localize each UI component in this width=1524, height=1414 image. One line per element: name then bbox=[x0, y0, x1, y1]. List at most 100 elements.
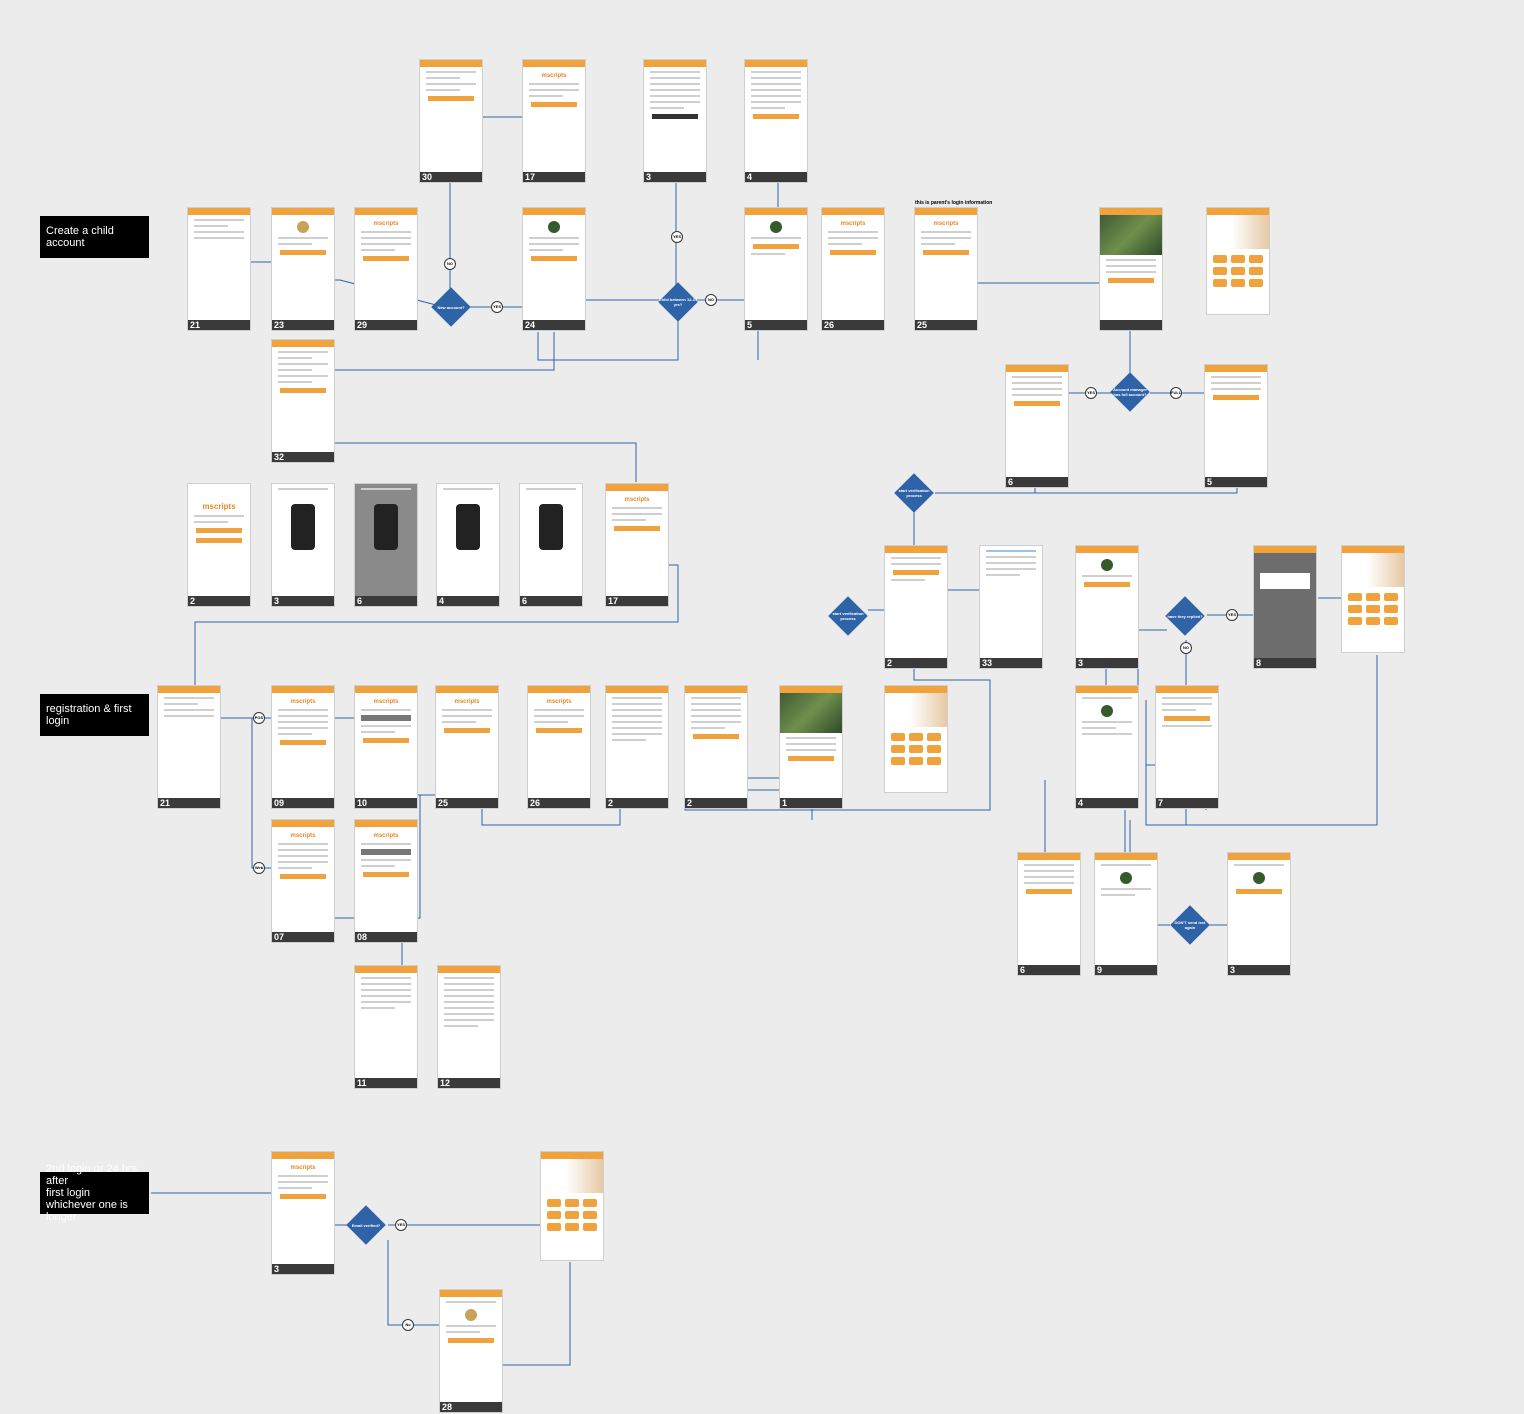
screen-number: 26 bbox=[528, 798, 590, 808]
connector-no: NO bbox=[444, 258, 456, 270]
label-second-login-line3: whichever one is longer bbox=[46, 1199, 128, 1223]
screen-number bbox=[1100, 320, 1162, 330]
screen-home[interactable] bbox=[1207, 208, 1269, 314]
decision-start-verification-mid: start verification process bbox=[828, 596, 868, 636]
screen-number: 33 bbox=[980, 658, 1042, 668]
screen-number: 28 bbox=[440, 1402, 502, 1412]
screen-23[interactable]: 23 bbox=[272, 208, 334, 330]
decision-text: have they replied? bbox=[1167, 613, 1203, 619]
screen-text-benefits[interactable] bbox=[1100, 208, 1162, 330]
screen-number: 6 bbox=[355, 596, 417, 606]
screen-number: 24 bbox=[523, 320, 585, 330]
screen-number: 26 bbox=[822, 320, 884, 330]
screen-number: 17 bbox=[523, 172, 585, 182]
screen-number: 4 bbox=[1076, 798, 1138, 808]
screen-number: 08 bbox=[355, 932, 417, 942]
screen-6b-onboarding[interactable]: 6 bbox=[520, 484, 582, 606]
decision-account-manager: Account manager has full account? bbox=[1110, 372, 1150, 412]
screen-6[interactable]: 6 bbox=[1006, 365, 1068, 487]
screen-11[interactable]: 11 bbox=[355, 966, 417, 1088]
screen-number: 3 bbox=[272, 596, 334, 606]
screen-4[interactable]: 4 bbox=[745, 60, 807, 182]
screen-number: 3 bbox=[644, 172, 706, 182]
screen-number: 12 bbox=[438, 1078, 500, 1088]
screen-home-2[interactable] bbox=[1342, 546, 1404, 652]
screen-4-onboarding[interactable]: 4 bbox=[437, 484, 499, 606]
screen-9[interactable]: 9 bbox=[1095, 853, 1157, 975]
screen-number: 6 bbox=[1006, 477, 1068, 487]
screen-2-terms[interactable]: 2 bbox=[606, 686, 668, 808]
screen-number: 7 bbox=[1156, 798, 1218, 808]
label-second-login-line1: 2nd login or 24 hrs after bbox=[46, 1163, 138, 1187]
screen-number: 25 bbox=[915, 320, 977, 330]
screen-33-messages[interactable]: 33 bbox=[980, 546, 1042, 668]
screen-1-benefits[interactable]: 1 bbox=[780, 686, 842, 808]
decision-child-between: Child between 12-17 yrs? bbox=[658, 282, 698, 322]
screen-6-onboarding[interactable]: 6 bbox=[355, 484, 417, 606]
label-second-login: 2nd login or 24 hrs after first login wh… bbox=[40, 1163, 149, 1223]
screen-number: 17 bbox=[606, 596, 668, 606]
decision-text: start verification process bbox=[898, 488, 930, 498]
screen-8-alert[interactable]: 8 bbox=[1254, 546, 1316, 668]
screen-number: 32 bbox=[272, 452, 334, 462]
screen-2-hipaa[interactable]: 2 bbox=[685, 686, 747, 808]
screen-number: 25 bbox=[436, 798, 498, 808]
screen-number: 07 bbox=[272, 932, 334, 942]
screen-number: 8 bbox=[1254, 658, 1316, 668]
decision-text: Account manager has full account? bbox=[1113, 387, 1147, 397]
screen-number: 2 bbox=[685, 798, 747, 808]
connector-yes: YES bbox=[491, 301, 503, 313]
screen-3[interactable]: 3 bbox=[644, 60, 706, 182]
screen-number: 29 bbox=[355, 320, 417, 330]
decision-have-they-replied: have they replied? bbox=[1165, 596, 1205, 636]
screen-number: 6 bbox=[1018, 965, 1080, 975]
decision-text: start verification process bbox=[832, 611, 864, 621]
screen-number: 3 bbox=[1228, 965, 1290, 975]
screen-number: 2 bbox=[606, 798, 668, 808]
screen-number: 23 bbox=[272, 320, 334, 330]
screen-number: 09 bbox=[272, 798, 334, 808]
screen-21b[interactable]: 21 bbox=[158, 686, 220, 808]
screen-24[interactable]: 24 bbox=[523, 208, 585, 330]
decision-dont-send-again: DON'T send text again bbox=[1170, 905, 1210, 945]
screen-3-onboarding[interactable]: 3 bbox=[272, 484, 334, 606]
screen-32[interactable]: 32 bbox=[272, 340, 334, 462]
screen-home-4[interactable] bbox=[541, 1152, 603, 1260]
screen-3-verify[interactable]: 3 bbox=[1076, 546, 1138, 668]
decision-text: Child between 12-17 yrs? bbox=[658, 297, 698, 307]
screen-4-sorry[interactable]: 4 bbox=[1076, 686, 1138, 808]
label-second-login-line2: first login bbox=[46, 1187, 91, 1199]
screen-28[interactable]: 28 bbox=[440, 1290, 502, 1412]
screen-12[interactable]: 12 bbox=[438, 966, 500, 1088]
connector-yes: YES bbox=[1226, 609, 1238, 621]
connector-yes: YES bbox=[1085, 387, 1097, 399]
screen-number: 11 bbox=[355, 1078, 417, 1088]
screen-number: 4 bbox=[437, 596, 499, 606]
screen-7-optin[interactable]: 7 bbox=[1156, 686, 1218, 808]
screen-2-phone[interactable]: 2 bbox=[885, 546, 947, 668]
screen-5[interactable]: 5 bbox=[745, 208, 807, 330]
screen-30[interactable]: 30 bbox=[420, 60, 482, 182]
screen-21[interactable]: 21 bbox=[188, 208, 250, 330]
screen-5b[interactable]: 5 bbox=[1205, 365, 1267, 487]
decision-start-verification-top: start verification process bbox=[894, 473, 934, 513]
connector-yes: YES bbox=[395, 1219, 407, 1231]
connector-web: Web bbox=[253, 862, 265, 874]
screen-6d[interactable]: 6 bbox=[1018, 853, 1080, 975]
screen-home-3[interactable] bbox=[885, 686, 947, 792]
screen-number: 5 bbox=[745, 320, 807, 330]
screen-3d[interactable]: 3 bbox=[1228, 853, 1290, 975]
